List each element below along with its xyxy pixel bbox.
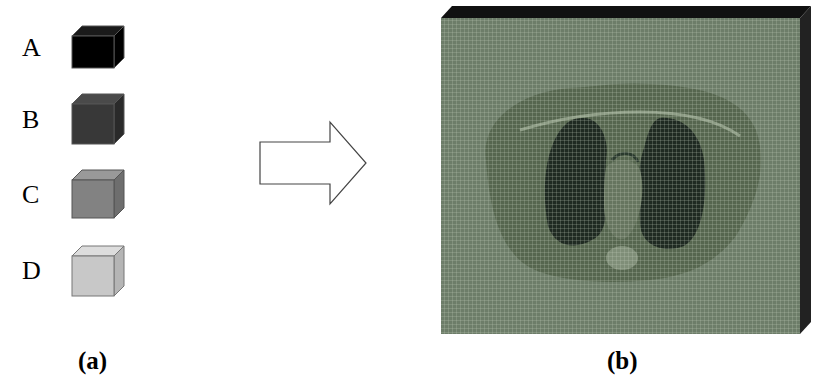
part-letter: C <box>22 182 39 208</box>
part-letter: B <box>22 107 39 133</box>
hollow-arrow <box>260 122 366 204</box>
part-letter: D <box>22 258 41 284</box>
voxel-volume <box>441 6 811 334</box>
panel-label: (b) <box>607 348 638 373</box>
voxel-cube <box>72 94 124 144</box>
voxel-cube <box>72 26 124 68</box>
panel-label: (a) <box>78 348 107 373</box>
voxel-cube <box>72 246 124 296</box>
part-letter: A <box>22 35 41 61</box>
voxel-cube <box>72 170 124 218</box>
